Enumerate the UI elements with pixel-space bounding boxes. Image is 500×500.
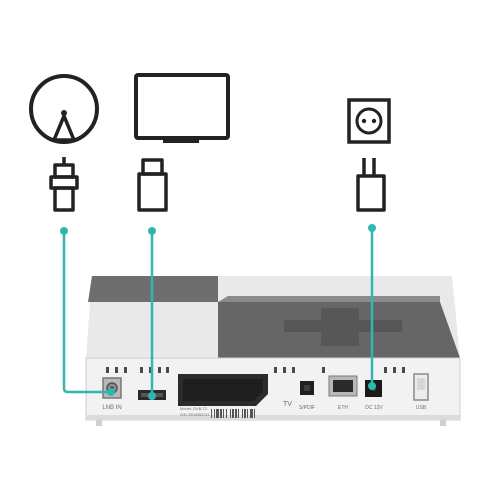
eth-port-label: ETH (338, 405, 348, 411)
device-front (85, 357, 461, 421)
usb-port (413, 373, 429, 401)
barcode-bar (238, 409, 239, 418)
barcode (211, 409, 255, 418)
barcode-bar (254, 409, 255, 418)
barcode-bar (235, 409, 237, 418)
tv-port-label: TV (283, 401, 292, 408)
coax-plug-icon (49, 157, 79, 212)
barcode-bar (223, 409, 224, 418)
barcode-bar (247, 409, 248, 418)
tv-icon (134, 73, 230, 143)
satellite-dish-icon (29, 74, 99, 144)
hdmi-connector-dot (148, 227, 156, 235)
sticker-serial: S/N 2004050211 (180, 412, 211, 417)
usb-port-label: USB (416, 405, 427, 411)
power-plug-icon (356, 158, 386, 212)
barcode-bar (216, 409, 219, 418)
barcode-bar (250, 409, 253, 418)
vent-holes (106, 367, 405, 373)
lnb-port-label: LNB IN (102, 405, 121, 411)
barcode-bar (232, 409, 234, 418)
hdmi-plug-icon (137, 158, 168, 212)
serial-sticker: Model: DVB-T2 S/N 2004050211 (180, 406, 255, 418)
barcode-bar (226, 409, 227, 418)
barcode-bar (220, 409, 222, 418)
receiver-device: LNB IN Model: DVB-T2 S/N 2004050211 TV S… (85, 276, 461, 426)
connector-dots (60, 224, 376, 400)
barcode-bar (211, 409, 212, 418)
power-port-dot (368, 382, 376, 390)
barcode-bar (214, 409, 215, 418)
scart-port (178, 374, 268, 406)
lnb-port-dot (107, 388, 115, 396)
optical-port (300, 381, 314, 395)
power-port-label: DC 12V (365, 405, 383, 411)
barcode-bar (242, 409, 243, 418)
barcode-bar (244, 409, 246, 418)
hdmi-port-dot (148, 392, 156, 400)
lnb-connector-dot (60, 227, 68, 235)
power-socket-icon (347, 98, 391, 144)
sticker-model: Model: DVB-T2 (180, 406, 208, 411)
barcode-bar (230, 409, 231, 418)
ethernet-port (328, 375, 358, 397)
power-connector-dot (368, 224, 376, 232)
connector-lines (62, 228, 374, 396)
spdif-port-label: S/PDIF (299, 405, 315, 411)
lnb-connector-line (62, 231, 108, 394)
